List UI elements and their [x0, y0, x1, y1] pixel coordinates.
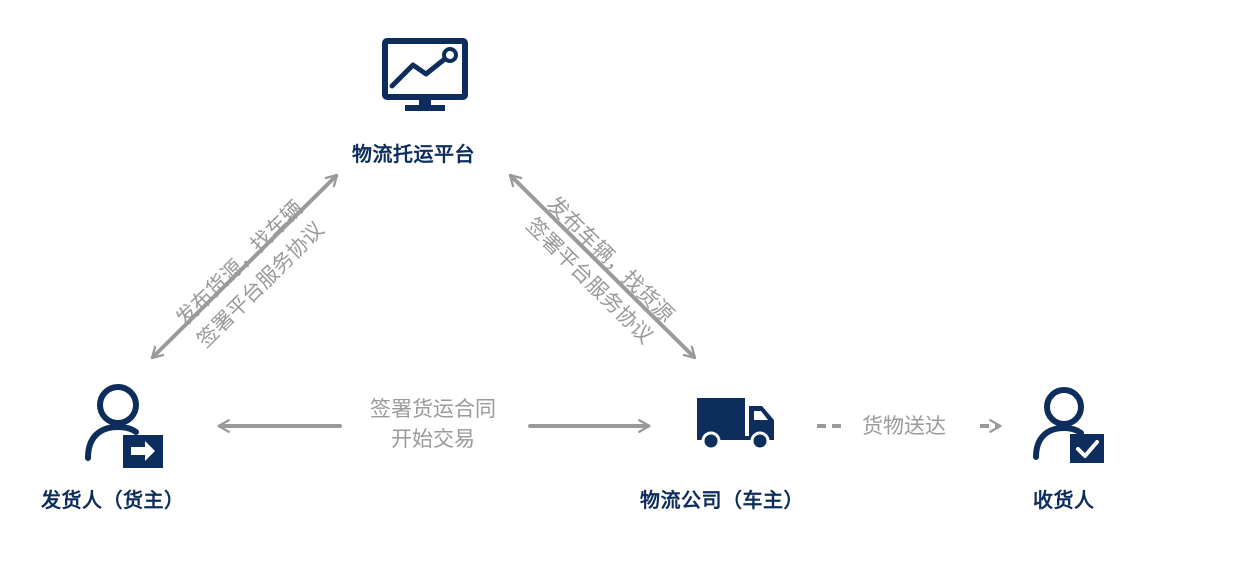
edge-label-shipper-carrier-line1: 签署货运合同	[370, 397, 496, 421]
user-arrow-icon	[85, 384, 163, 468]
edge-label-shipper-carrier: 签署货运合同 开始交易	[343, 394, 523, 454]
shipper-label: 发货人（货主）	[41, 488, 185, 512]
carrier-label: 物流公司（车主）	[640, 488, 804, 512]
monitor-chart-icon	[382, 38, 468, 111]
arrow-carrier-platform	[508, 173, 697, 360]
platform-label: 物流托运平台	[352, 142, 475, 166]
truck-icon	[697, 398, 774, 451]
receiver-label: 收货人	[1033, 488, 1095, 512]
arrow-shipper-platform	[150, 173, 339, 360]
edge-label-shipper-carrier-line2: 开始交易	[391, 427, 475, 451]
edge-label-carrier-receiver: 货物送达	[862, 414, 946, 438]
user-check-icon	[1033, 387, 1104, 463]
